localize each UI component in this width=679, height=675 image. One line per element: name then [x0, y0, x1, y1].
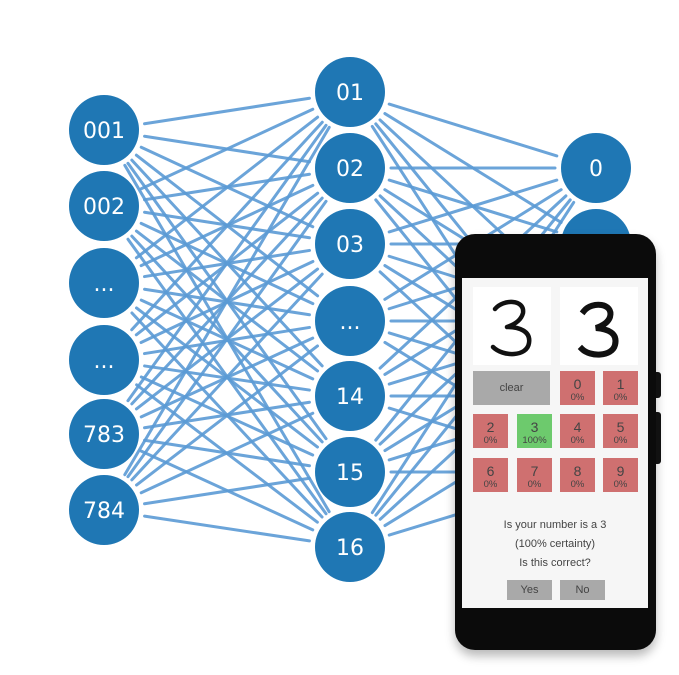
downsampled-preview: [560, 287, 638, 365]
connection-line: [143, 96, 311, 126]
input-node: 783: [69, 399, 139, 469]
hidden-node-label: 02: [336, 157, 364, 182]
digit-label: 2: [486, 418, 495, 435]
digit-probability: 0%: [570, 434, 585, 446]
digit-label: 8: [573, 462, 582, 479]
input-node-label: 783: [83, 423, 125, 448]
hidden-node-label: 15: [336, 461, 364, 486]
digit-label: 6: [486, 462, 495, 479]
connection-line: [143, 476, 311, 506]
digit-label: 7: [530, 462, 539, 479]
yes-button[interactable]: Yes: [507, 580, 552, 600]
no-button[interactable]: No: [560, 580, 605, 600]
hidden-node: 15: [315, 437, 385, 507]
digit-probability: 0%: [483, 478, 498, 490]
digit-probability: 0%: [570, 391, 585, 403]
connection-line: [130, 120, 324, 332]
input-node-label: 002: [83, 195, 125, 220]
hidden-node-label: ...: [340, 310, 361, 335]
input-node: 002: [69, 171, 139, 241]
output-node-label: 0: [589, 157, 603, 182]
input-node: ...: [69, 325, 139, 395]
output-node: 0: [561, 133, 631, 203]
digit-probability: 100%: [522, 434, 547, 446]
connection-line: [130, 272, 324, 482]
digit-label: 4: [573, 418, 582, 435]
phone-side-button: [656, 372, 661, 398]
connection-line: [134, 115, 320, 260]
hidden-node: 14: [315, 361, 385, 431]
connection-line: [126, 199, 328, 479]
digit-probability: 0%: [613, 478, 628, 490]
input-node: 784: [69, 475, 139, 545]
connection-line: [139, 107, 315, 191]
phone-volume-button: [656, 412, 661, 464]
hidden-node-label: 14: [336, 385, 364, 410]
digit-label: 1: [616, 375, 625, 392]
digit-label: 3: [530, 418, 539, 435]
pixelated-digit-icon: [577, 301, 619, 358]
hidden-node: 16: [315, 512, 385, 582]
connection-line: [139, 411, 315, 495]
certainty-text: (100% certainty): [514, 538, 596, 550]
hidden-node-label: 01: [336, 81, 364, 106]
hidden-node: 02: [315, 133, 385, 203]
digit-probability: 0%: [527, 478, 542, 490]
digit-label: 9: [616, 462, 625, 479]
digit-probability: 0%: [483, 434, 498, 446]
handwritten-digit-icon: [490, 299, 532, 357]
connection-line: [126, 123, 328, 403]
question-text: Is this correct?: [519, 557, 591, 569]
digit-label: 0: [573, 375, 582, 392]
digit-probability: 0%: [613, 391, 628, 403]
digit-label: 5: [616, 418, 625, 435]
connection-line: [135, 344, 319, 487]
input-node-label: ...: [94, 349, 115, 374]
hidden-node: 03: [315, 209, 385, 279]
connection-line: [123, 125, 331, 477]
connection-line: [143, 514, 311, 543]
clear-button[interactable]: clear: [473, 371, 550, 405]
result-text: Is your number is a 3: [503, 519, 607, 531]
hidden-node: 01: [315, 57, 385, 127]
input-node-label: 784: [83, 499, 125, 524]
hidden-node-label: 16: [336, 536, 364, 561]
input-node-label: ...: [94, 272, 115, 297]
hidden-node: ...: [315, 286, 385, 356]
input-node-label: 001: [83, 119, 125, 144]
digit-probability: 0%: [570, 478, 585, 490]
hidden-node-label: 03: [336, 233, 364, 258]
input-node: ...: [69, 248, 139, 318]
drawing-canvas[interactable]: [473, 287, 551, 365]
digit-probability: 0%: [613, 434, 628, 446]
connection-line: [387, 102, 559, 158]
input-node: 001: [69, 95, 139, 165]
